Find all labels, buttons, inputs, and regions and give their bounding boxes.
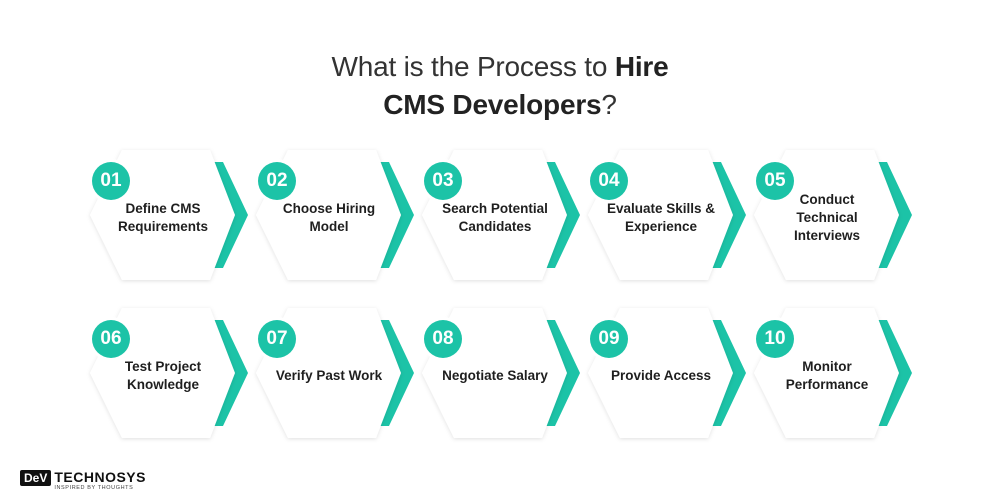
- company-logo: DeV TECHNOSYS INSPIRED BY THOUGHTS: [20, 470, 146, 492]
- step-label: Provide Access: [610, 368, 712, 383]
- chevron-arrow: [704, 320, 746, 426]
- step-label: Search Potential Candidates: [442, 201, 548, 234]
- step-label: Negotiate Salary: [442, 368, 548, 383]
- title-bold-hire: Hire: [614, 51, 669, 82]
- step-number-badge: 01: [92, 162, 130, 200]
- title-suffix: ?: [601, 89, 617, 120]
- logo-brand: TECHNOSYS INSPIRED BY THOUGHTS: [54, 470, 146, 492]
- step-label: Verify Past Work: [275, 368, 383, 383]
- step-number-badge: 09: [590, 320, 628, 358]
- step-number-badge: 04: [590, 162, 628, 200]
- step-number-badge: 08: [424, 320, 462, 358]
- step-label: Conduct Technical Interviews: [793, 192, 861, 243]
- title-bold-cms: CMS Developers: [383, 89, 602, 120]
- title-line-2: CMS Developers?: [0, 86, 1000, 124]
- step-number-badge: 02: [258, 162, 296, 200]
- step-number-badge: 03: [424, 162, 462, 200]
- chevron-arrow: [372, 320, 414, 426]
- logo-badge: DeV: [20, 470, 52, 486]
- step-label: Evaluate Skills & Experience: [606, 201, 716, 234]
- title-prefix: What is the Process to: [331, 51, 615, 82]
- page-title: What is the Process to Hire CMS Develope…: [0, 48, 1000, 124]
- step-number-badge: 06: [92, 320, 130, 358]
- step-number-badge: 10: [756, 320, 794, 358]
- step-number-badge: 07: [258, 320, 296, 358]
- title-line-1: What is the Process to Hire: [0, 48, 1000, 86]
- step-number-badge: 05: [756, 162, 794, 200]
- chevron-arrow: [870, 162, 912, 268]
- chevron-arrow: [538, 162, 580, 268]
- step-label: Monitor Performance: [785, 359, 869, 392]
- chevron-arrow: [704, 162, 746, 268]
- step-label: Choose Hiring Model: [282, 201, 376, 234]
- chevron-arrow: [206, 162, 248, 268]
- step-label: Define CMS Requirements: [117, 201, 209, 234]
- logo-name: TECHNOSYS: [54, 469, 146, 485]
- chevron-arrow: [372, 162, 414, 268]
- step-label: Test Project Knowledge: [124, 359, 202, 392]
- logo-tagline: INSPIRED BY THOUGHTS: [54, 485, 134, 491]
- chevron-arrow: [870, 320, 912, 426]
- chevron-arrow: [206, 320, 248, 426]
- chevron-arrow: [538, 320, 580, 426]
